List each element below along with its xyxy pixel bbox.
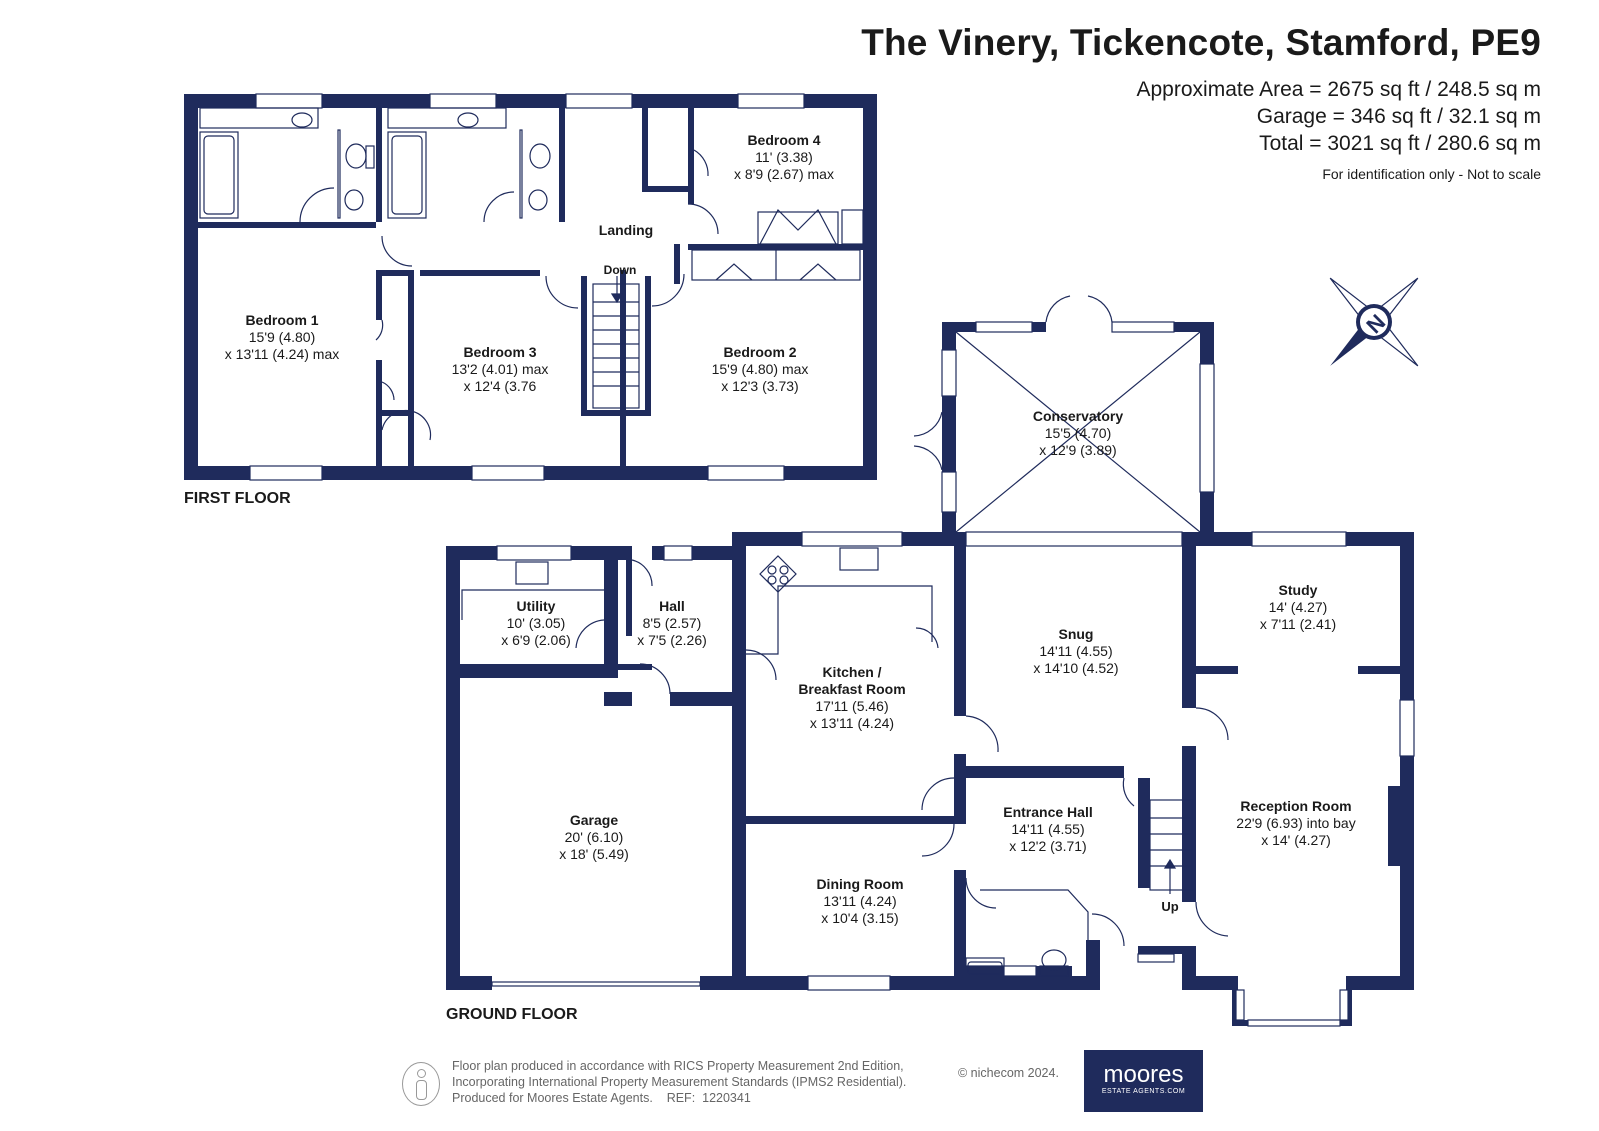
room-hall: Hall 8'5 (2.57) x 7'5 (2.26) — [637, 598, 707, 649]
room-snug: Snug 14'11 (4.55) x 14'10 (4.52) — [1033, 626, 1118, 677]
room-dim-1: 10' (3.05) — [506, 615, 566, 631]
room-dim-2: x 12'2 (3.71) — [1009, 838, 1087, 854]
room-name: Snug — [1058, 626, 1094, 642]
room-dim-1: 14'11 (4.55) — [1011, 821, 1085, 837]
room-name: Entrance Hall — [1003, 804, 1093, 820]
room-dim-2: x 12'4 (3.76 — [463, 378, 537, 394]
walls — [184, 94, 1414, 1026]
room-dim-1: 14'11 (4.55) — [1039, 643, 1113, 659]
room-bedroom-3: Bedroom 3 13'2 (4.01) max x 12'4 (3.76 — [452, 344, 549, 395]
approx-area: Approximate Area = 2675 sq ft / 248.5 sq… — [1136, 78, 1542, 101]
room-study: Study 14' (4.27) x 7'11 (2.41) — [1260, 582, 1336, 633]
stairs-down-label: Down — [604, 262, 637, 279]
room-reception: Reception Room 22'9 (6.93) into bay x 14… — [1236, 798, 1355, 849]
room-name: Kitchen / — [822, 664, 882, 680]
room-dining: Dining Room 13'11 (4.24) x 10'4 (3.15) — [816, 876, 903, 927]
ground-floor-label: GROUND FLOOR — [446, 1006, 578, 1023]
footer-text: Floor plan produced in accordance with R… — [452, 1058, 906, 1106]
room-name: Bedroom 4 — [747, 132, 821, 148]
room-dim-2: x 13'11 (4.24) max — [224, 346, 340, 362]
room-dim-1: 15'5 (4.70) — [1044, 425, 1112, 441]
room-dim-1: 17'11 (5.46) — [815, 698, 889, 714]
room-dim-2: x 13'11 (4.24) — [809, 715, 895, 731]
room-name: Bedroom 1 — [245, 312, 319, 328]
room-garage: Garage 20' (6.10) x 18' (5.49) — [559, 812, 629, 863]
room-dim-2: x 8'9 (2.67) max — [734, 166, 834, 182]
room-name: Hall — [659, 598, 685, 614]
moores-logo: moores ESTATE AGENTS.COM — [1084, 1050, 1203, 1112]
total-area: Total = 3021 sq ft / 280.6 sq m — [1259, 132, 1541, 155]
room-dim-2: x 7'5 (2.26) — [637, 632, 707, 648]
room-utility: Utility 10' (3.05) x 6'9 (2.06) — [501, 598, 571, 649]
room-dim-2: x 10'4 (3.15) — [821, 910, 899, 926]
footer-line: Produced for Moores Estate Agents. REF: … — [452, 1091, 751, 1105]
room-dim-2: x 7'11 (2.41) — [1259, 616, 1337, 632]
person-icon — [402, 1062, 440, 1106]
room-dim-1: 15'9 (4.80) — [248, 329, 316, 345]
door-swings — [299, 149, 1229, 947]
room-dim-2: x 14' (4.27) — [1261, 832, 1331, 848]
logo-sub: ESTATE AGENTS.COM — [1101, 1088, 1186, 1095]
room-kitchen: Kitchen / Breakfast Room 17'11 (5.46) x … — [798, 664, 905, 732]
room-landing: Landing — [599, 222, 653, 239]
room-name: Study — [1278, 582, 1318, 598]
footer-line: Floor plan produced in accordance with R… — [452, 1059, 904, 1073]
room-bedroom-2: Bedroom 2 15'9 (4.80) max x 12'3 (3.73) — [712, 344, 809, 395]
room-dim-1: 8'5 (2.57) — [642, 615, 702, 631]
room-name: Utility — [516, 598, 556, 614]
room-name: Down — [603, 263, 637, 277]
first-floor-label: FIRST FLOOR — [184, 490, 291, 507]
room-dim-1: 14' (4.27) — [1268, 599, 1328, 615]
room-name: Landing — [598, 222, 654, 238]
page-title: The Vinery, Tickencote, Stamford, PE9 — [861, 22, 1541, 63]
room-dim-2: x 12'9 (3.89) — [1039, 442, 1117, 458]
room-dim-2: x 14'10 (4.52) — [1033, 660, 1119, 676]
room-bedroom-4: Bedroom 4 11' (3.38) x 8'9 (2.67) max — [734, 132, 834, 183]
compass-icon — [1329, 277, 1419, 367]
room-name: Garage — [569, 812, 619, 828]
fixtures — [199, 107, 1089, 977]
room-dim-1: 22'9 (6.93) into bay — [1236, 815, 1356, 831]
room-name: Reception Room — [1240, 798, 1352, 814]
room-name: Conservatory — [1032, 408, 1124, 424]
room-name: Up — [1161, 899, 1179, 914]
room-bedroom-1: Bedroom 1 15'9 (4.80) x 13'11 (4.24) max — [225, 312, 339, 363]
scale-disclaimer: For identification only - Not to scale — [1322, 166, 1541, 182]
room-dim-1: 13'2 (4.01) max — [451, 361, 549, 377]
room-dim-1: 20' (6.10) — [564, 829, 624, 845]
room-dim-1: 13'11 (4.24) — [823, 893, 897, 909]
room-name: Dining Room — [816, 876, 904, 892]
windows — [249, 93, 1415, 1027]
conservatory-roof-lines — [955, 331, 1201, 533]
copyright: © nichecom 2024. — [958, 1066, 1059, 1080]
logo-main: moores — [1103, 1061, 1184, 1088]
room-name-2: Breakfast Room — [798, 681, 906, 697]
garage-area: Garage = 346 sq ft / 32.1 sq m — [1256, 105, 1541, 128]
room-entrance-hall: Entrance Hall 14'11 (4.55) x 12'2 (3.71) — [1003, 804, 1092, 855]
room-dim-1: 11' (3.38) — [755, 149, 813, 165]
room-dim-2: x 18' (5.49) — [559, 846, 629, 862]
room-conservatory: Conservatory 15'5 (4.70) x 12'9 (3.89) — [1033, 408, 1123, 459]
room-dim-2: x 12'3 (3.73) — [721, 378, 799, 394]
room-name: Bedroom 2 — [723, 344, 797, 360]
footer-line: Incorporating International Property Mea… — [452, 1075, 907, 1089]
room-dim-1: 15'9 (4.80) max — [711, 361, 809, 377]
stairs-up-label: Up — [1161, 898, 1178, 915]
room-name: Bedroom 3 — [463, 344, 537, 360]
stairs — [592, 276, 1193, 894]
room-dim-2: x 6'9 (2.06) — [501, 632, 571, 648]
